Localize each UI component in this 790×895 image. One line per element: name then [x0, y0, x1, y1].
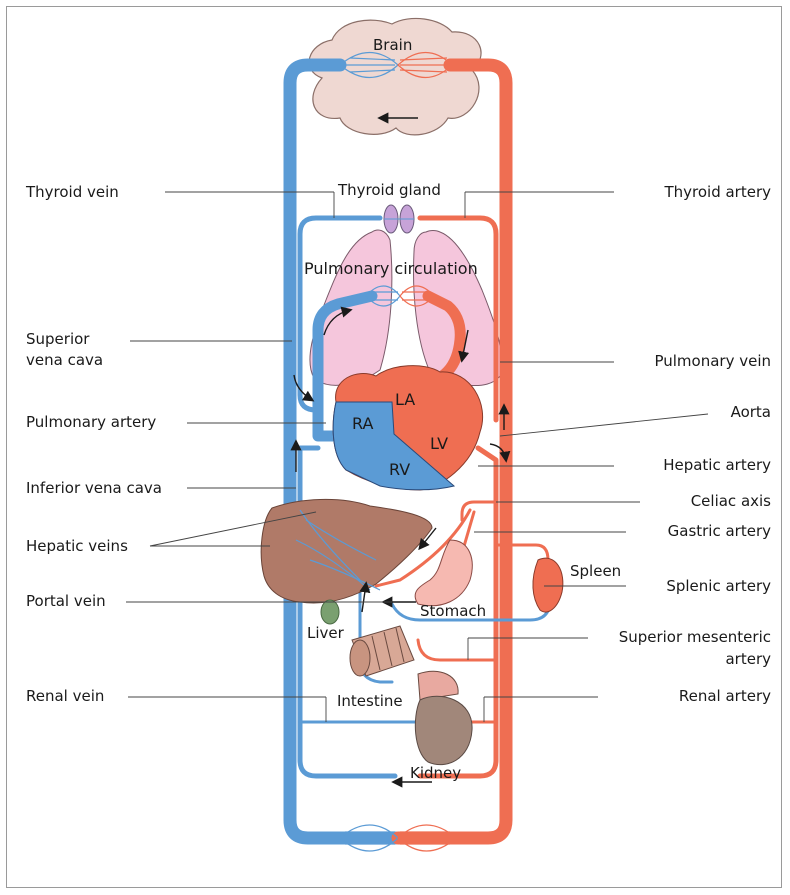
liver-shape	[261, 499, 432, 603]
superior-mesenteric-artery-label-1: Superior mesenteric	[619, 628, 771, 647]
thyroid-vein-label: Thyroid vein	[26, 183, 119, 202]
superior-vena-cava-label-2: vena cava	[26, 351, 103, 370]
spleen-label: Spleen	[570, 562, 621, 581]
right-ventricle-label: RV	[389, 460, 410, 479]
liver-label: Liver	[307, 624, 344, 643]
superior-mesenteric-artery-label-2: artery	[725, 650, 771, 669]
pulmonary-circulation-label: Pulmonary circulation	[304, 259, 478, 278]
thyroid-gland-shape	[384, 205, 414, 233]
renal-artery-label: Renal artery	[679, 687, 771, 706]
celiac-axis-label: Celiac axis	[691, 492, 771, 511]
superior-vena-cava-label-1: Superior	[26, 330, 89, 349]
inferior-vena-cava-label: Inferior vena cava	[26, 479, 162, 498]
right-atrium-label: RA	[352, 414, 373, 433]
brain-label: Brain	[373, 36, 412, 55]
splenic-artery-label: Splenic artery	[666, 577, 771, 596]
kidney-shape	[415, 671, 472, 764]
stomach-label: Stomach	[420, 602, 486, 621]
renal-vein-label: Renal vein	[26, 687, 104, 706]
sma-vessel	[418, 640, 496, 660]
aorta-label: Aorta	[731, 403, 771, 422]
stomach-shape	[415, 540, 472, 606]
portal-vein-label: Portal vein	[26, 592, 106, 611]
thyroid-gland-label: Thyroid gland	[338, 181, 441, 200]
gallbladder-shape	[321, 600, 339, 624]
kidney-label: Kidney	[410, 764, 461, 783]
hepatic-veins-label: Hepatic veins	[26, 537, 128, 556]
left-atrium-label: LA	[395, 390, 415, 409]
pulmonary-artery-label: Pulmonary artery	[26, 413, 156, 432]
svc-flow-arrow	[294, 375, 312, 400]
hepatic-artery-label: Hepatic artery	[663, 456, 771, 475]
spleen-shape	[533, 558, 563, 612]
left-ventricle-label: LV	[430, 434, 448, 453]
intestine-label: Intestine	[337, 692, 403, 711]
gastric-artery-label: Gastric artery	[668, 522, 771, 541]
thyroid-artery-label: Thyroid artery	[664, 183, 771, 202]
pulmonary-vein-label: Pulmonary vein	[654, 352, 771, 371]
inferior-vena-cava-inner	[300, 448, 395, 776]
